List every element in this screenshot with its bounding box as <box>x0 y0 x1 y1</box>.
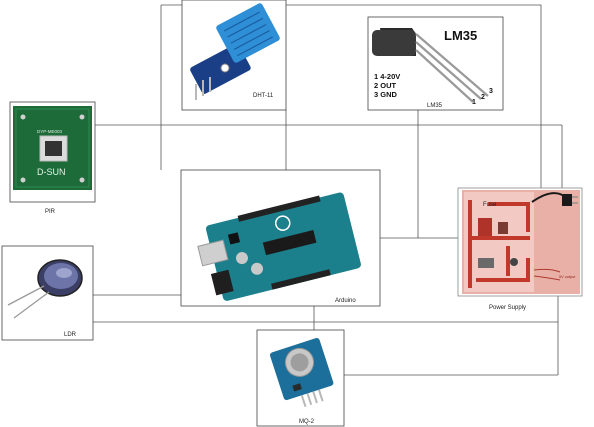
wire-top-rail <box>161 4 542 188</box>
pir-node: DYP-ME003 D-SUN PIR <box>9 101 96 215</box>
lm35-pin-number-3: 3 <box>489 88 493 95</box>
lm35-pin-1: 1 4-20V <box>374 72 400 81</box>
mq2-caption: MQ-2 <box>299 419 315 425</box>
power-supply-node: Fuse 5V output Power Supply <box>457 187 583 311</box>
dht11-image <box>190 3 280 100</box>
power-supply-output-text: 5V output <box>559 275 576 279</box>
lm35-pin-number-1: 1 <box>472 99 476 106</box>
ldr-node: LDR <box>1 245 94 341</box>
lm35-pin-2: 2 OUT <box>374 81 397 90</box>
lm35-title: LM35 <box>444 28 477 43</box>
pir-model-text: DYP-ME003 <box>37 129 63 134</box>
lm35-caption: LM35 <box>427 103 443 109</box>
lm35-node: LM35 1 4-20V 2 OUT 3 GND 1 2 3 LM35 <box>367 16 504 111</box>
lm35-pin-3: 3 GND <box>374 90 398 99</box>
pir-caption: PIR <box>45 209 56 215</box>
dht11-caption: DHT-11 <box>253 93 274 99</box>
lm35-image <box>372 28 489 103</box>
pir-board-text: D-SUN <box>37 167 66 177</box>
power-supply-fuse-text: Fuse <box>483 202 497 208</box>
ldr-caption: LDR <box>64 332 77 338</box>
arduino-image <box>197 192 361 301</box>
ldr-image <box>7 259 83 319</box>
lm35-pin-number-2: 2 <box>481 94 485 101</box>
power-supply-caption: Power Supply <box>489 305 526 311</box>
mq2-image <box>270 338 334 408</box>
pir-image <box>13 106 92 190</box>
arduino-node: Arduino <box>180 169 381 307</box>
connection-lines <box>93 4 563 376</box>
mq2-node: MQ-2 <box>256 329 345 427</box>
arduino-caption: Arduino <box>335 298 356 304</box>
power-supply-image <box>462 190 580 294</box>
dht11-node: DHT-11 <box>181 0 287 111</box>
